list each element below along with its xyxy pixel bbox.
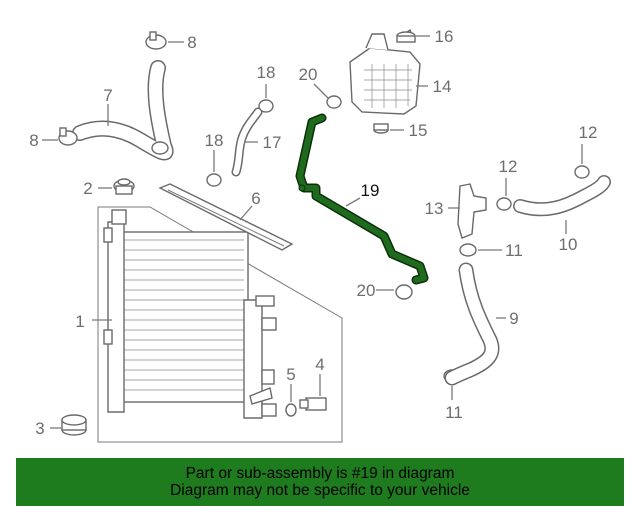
drain-plug[interactable] bbox=[299, 397, 327, 411]
callout-11-upper: 11 bbox=[505, 241, 523, 260]
reservoir-hose-clamp-upper[interactable] bbox=[326, 95, 342, 109]
reservoir-hose-clamp-lower[interactable] bbox=[395, 284, 413, 300]
hose-clamp-outlet[interactable] bbox=[496, 197, 512, 211]
bypass-hose-clamp-upper[interactable] bbox=[258, 99, 274, 113]
callout-18-lower: 18 bbox=[205, 131, 224, 150]
callout-15: 15 bbox=[409, 121, 428, 140]
reservoir-cap[interactable] bbox=[396, 31, 416, 43]
hose-clamp-left[interactable] bbox=[58, 127, 78, 146]
callout-17: 17 bbox=[263, 133, 282, 152]
callout-2: 2 bbox=[83, 179, 92, 198]
water-outlet[interactable] bbox=[457, 183, 487, 239]
drain-o-ring[interactable] bbox=[285, 403, 297, 417]
callout-6: 6 bbox=[251, 189, 260, 208]
parts-diagram: 1 2 3 4 5 6 7 8 8 9 10 11 11 12 12 13 14… bbox=[29, 27, 611, 443]
radiator-support-bar[interactable] bbox=[158, 183, 294, 251]
callout-5: 5 bbox=[286, 365, 295, 384]
upper-radiator-hose[interactable] bbox=[72, 60, 174, 161]
callout-4: 4 bbox=[315, 355, 324, 374]
radiator-mount[interactable] bbox=[61, 414, 87, 436]
callout-7: 7 bbox=[103, 86, 112, 105]
hose-clamp-lower-right[interactable] bbox=[574, 165, 590, 179]
callout-12-right: 12 bbox=[579, 123, 598, 142]
reservoir-hose-highlighted[interactable] bbox=[295, 113, 429, 285]
callout-3: 3 bbox=[35, 419, 44, 438]
callout-18-upper: 18 bbox=[257, 63, 276, 82]
callout-9: 9 bbox=[509, 309, 518, 328]
radiator-cap[interactable] bbox=[113, 178, 135, 195]
reservoir-grommet[interactable] bbox=[373, 123, 389, 134]
lower-radiator-hose[interactable] bbox=[444, 262, 500, 386]
callout-11-lower: 11 bbox=[445, 403, 463, 422]
callout-13: 13 bbox=[425, 199, 444, 218]
callout-14: 14 bbox=[433, 77, 452, 96]
callout-1: 1 bbox=[75, 312, 84, 331]
callout-16: 16 bbox=[435, 27, 454, 46]
callout-10: 10 bbox=[559, 235, 578, 254]
outlet-hose[interactable] bbox=[513, 175, 611, 217]
callout-20-upper: 20 bbox=[299, 65, 318, 84]
banner-line-2: Diagram may not be specific to your vehi… bbox=[170, 482, 470, 499]
hose-clamp-top[interactable] bbox=[145, 31, 167, 50]
info-banner: Part or sub-assembly is #19 in diagram D… bbox=[16, 458, 624, 506]
lower-hose-clamp-upper[interactable] bbox=[459, 243, 477, 257]
callout-8-left: 8 bbox=[29, 131, 38, 150]
callout-12-outlet: 12 bbox=[499, 157, 518, 176]
bypass-hose-clamp-lower[interactable] bbox=[206, 173, 222, 187]
bypass-hose[interactable] bbox=[231, 107, 263, 177]
banner-line-1: Part or sub-assembly is #19 in diagram bbox=[185, 465, 455, 482]
callout-20-lower: 20 bbox=[357, 281, 376, 300]
callout-19: 19 bbox=[361, 181, 380, 200]
radiator[interactable] bbox=[97, 206, 343, 443]
callout-8-top: 8 bbox=[187, 33, 196, 52]
